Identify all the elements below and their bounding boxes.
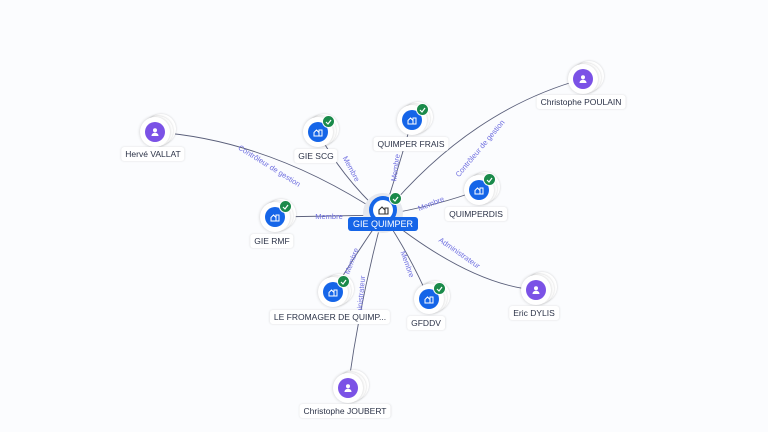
node-label-gfddv[interactable]: GFDDV — [407, 316, 445, 330]
node-circle — [260, 202, 290, 232]
node-le-fromager[interactable] — [318, 274, 354, 307]
building-icon — [308, 122, 328, 142]
verified-check-icon — [389, 192, 402, 205]
node-circle — [140, 117, 170, 147]
building-icon — [265, 207, 285, 227]
edge-label-eric-dylis: Administrateur — [437, 235, 482, 270]
building-icon — [402, 110, 422, 130]
center-node-gie-quimper[interactable]: GIE QUIMPER — [347, 190, 419, 233]
edge-label-gfddv: Membre — [398, 250, 416, 279]
person-icon — [526, 280, 546, 300]
edge-label-gie-rmf: Membre — [315, 212, 343, 221]
node-christophe-poulain[interactable] — [568, 61, 604, 94]
node-circle — [333, 373, 363, 403]
person-icon — [145, 122, 165, 142]
edge-christophe-poulain — [382, 78, 584, 216]
verified-check-icon — [416, 103, 429, 116]
person-icon — [338, 378, 358, 398]
node-gfddv[interactable] — [414, 281, 450, 314]
edge-label-le-fromager: Membre — [343, 247, 361, 276]
node-label-gie-scg[interactable]: GIE SCG — [294, 149, 338, 163]
person-icon — [573, 69, 593, 89]
node-label-christophe-poulain[interactable]: Christophe POULAIN — [536, 95, 626, 109]
node-gie-scg[interactable] — [303, 114, 339, 147]
node-label-quimperdis[interactable]: QUIMPERDIS — [445, 207, 507, 221]
node-label-le-fromager[interactable]: LE FROMAGER DE QUIMP... — [269, 310, 391, 324]
node-circle — [414, 284, 444, 314]
node-christophe-joubert[interactable] — [333, 370, 369, 403]
edge-herve-vallat — [154, 131, 384, 216]
node-circle — [568, 64, 598, 94]
verified-check-icon — [279, 200, 292, 213]
node-label-christophe-joubert[interactable]: Christophe JOUBERT — [299, 404, 391, 418]
edge-label-quimper-frais: Membre — [389, 153, 402, 182]
node-label-eric-dylis[interactable]: Eric DYLIS — [509, 306, 559, 320]
node-quimper-frais[interactable] — [397, 102, 433, 135]
node-circle — [521, 275, 551, 305]
verified-check-icon — [483, 173, 496, 186]
verified-check-icon — [322, 115, 335, 128]
node-label-quimper-frais[interactable]: QUIMPER FRAIS — [373, 137, 449, 151]
building-icon — [469, 180, 489, 200]
verified-check-icon — [433, 282, 446, 295]
node-eric-dylis[interactable] — [521, 272, 557, 305]
edge-label-gie-scg: Membre — [341, 155, 362, 184]
verified-check-icon — [337, 275, 350, 288]
building-icon — [323, 282, 343, 302]
node-quimperdis[interactable] — [464, 172, 500, 205]
center-node-label: GIE QUIMPER — [347, 217, 419, 231]
building-icon — [373, 200, 393, 220]
node-label-gie-rmf[interactable]: GIE RMF — [250, 234, 294, 248]
node-gie-rmf[interactable] — [260, 199, 296, 232]
building-icon — [419, 289, 439, 309]
node-herve-vallat[interactable] — [140, 114, 176, 147]
edge-label-quimperdis: Membre — [417, 194, 446, 213]
node-label-herve-vallat[interactable]: Hervé VALLAT — [121, 147, 185, 161]
edge-label-christophe-poulain: Contrôleur de gestion — [454, 118, 507, 179]
edge-christophe-joubert — [347, 214, 384, 389]
